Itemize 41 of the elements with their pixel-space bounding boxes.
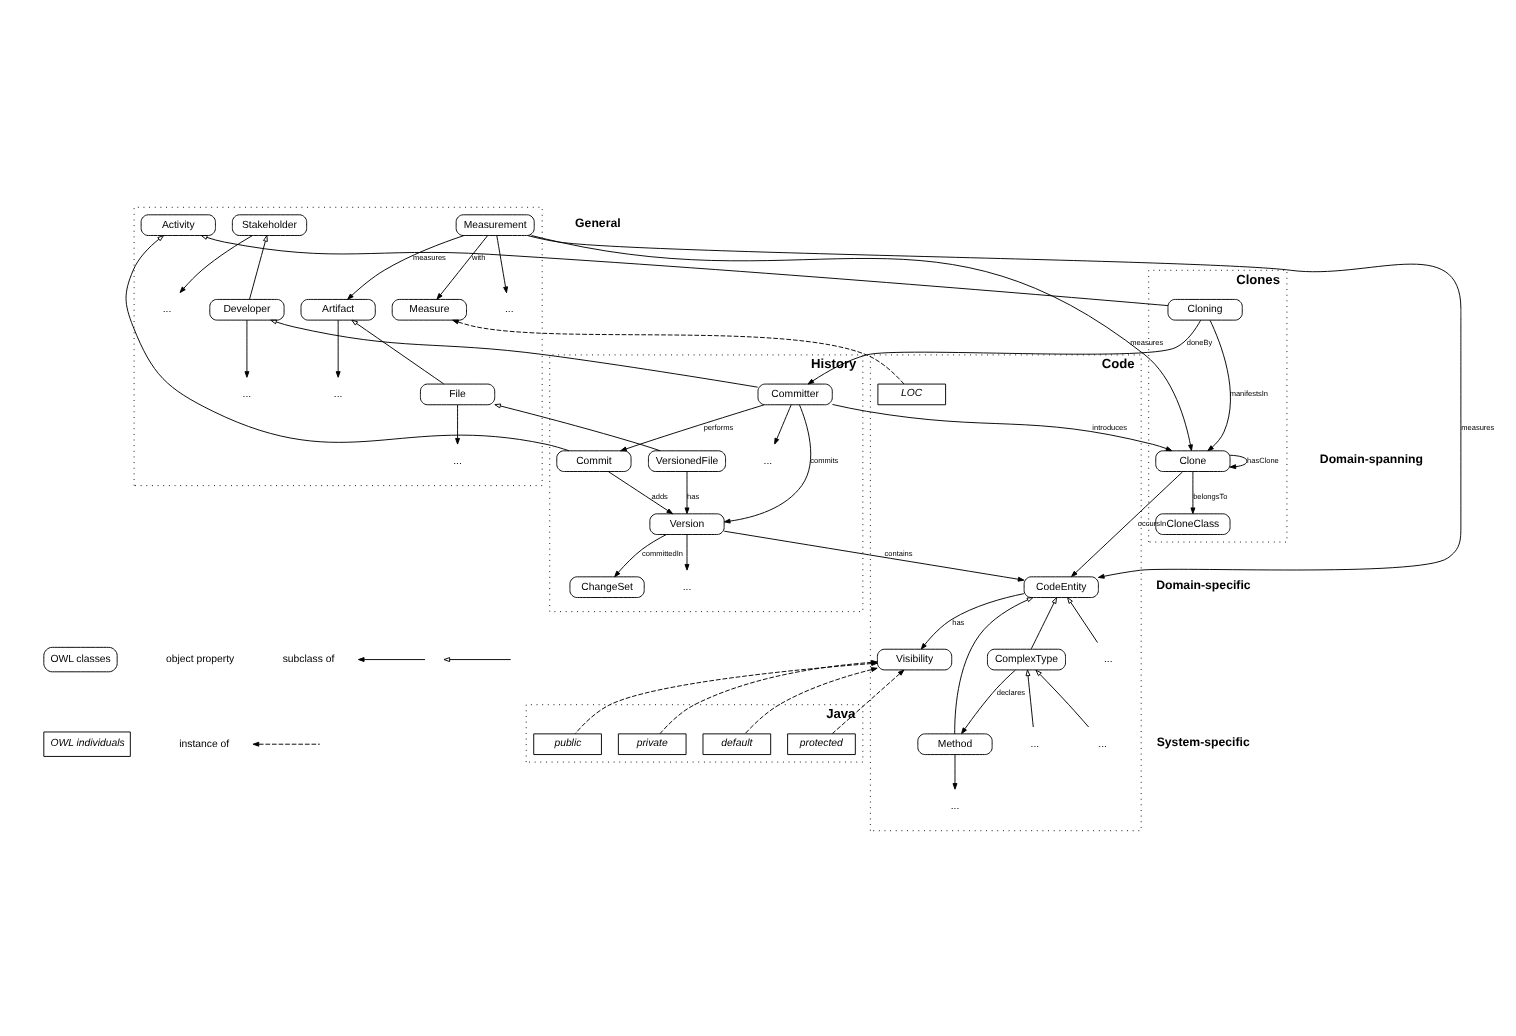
cluster bbox=[133, 205, 543, 486]
arrow bbox=[179, 234, 253, 293]
arrow bbox=[1229, 453, 1248, 469]
arrow bbox=[531, 234, 1193, 451]
arrow bbox=[961, 668, 1016, 734]
arrow bbox=[496, 234, 508, 293]
arrow bbox=[608, 470, 674, 514]
arrow bbox=[1035, 668, 1090, 727]
arrow bbox=[249, 234, 268, 299]
arrow bbox=[831, 668, 905, 734]
arrow bbox=[455, 403, 460, 444]
arrow bbox=[1067, 596, 1098, 642]
arrow bbox=[335, 318, 341, 377]
arrow bbox=[684, 470, 690, 513]
arrow bbox=[954, 596, 1034, 734]
arrow bbox=[1190, 470, 1196, 513]
arrow bbox=[614, 533, 667, 577]
arrow bbox=[1071, 470, 1184, 576]
arrow bbox=[1030, 596, 1058, 649]
arrow bbox=[347, 234, 465, 299]
arrow bbox=[351, 318, 445, 384]
arrow bbox=[452, 318, 905, 384]
arrow bbox=[723, 403, 812, 523]
arrow bbox=[244, 318, 250, 377]
arrow bbox=[125, 234, 570, 451]
arrow bbox=[436, 234, 489, 299]
arrow bbox=[723, 529, 1025, 581]
arrow bbox=[807, 318, 1202, 384]
arrow bbox=[494, 402, 661, 451]
arrow bbox=[200, 234, 1169, 306]
arrow bbox=[952, 753, 958, 789]
arrow bbox=[684, 533, 690, 570]
arrow bbox=[1025, 668, 1034, 727]
arrow bbox=[774, 403, 792, 444]
arrow bbox=[744, 666, 878, 734]
arrow bbox=[527, 234, 1462, 578]
arrow bbox=[1207, 318, 1231, 451]
arrow bbox=[920, 592, 1025, 649]
arrow bbox=[832, 403, 1173, 451]
arrow bbox=[620, 403, 765, 451]
arrow bbox=[270, 318, 759, 387]
